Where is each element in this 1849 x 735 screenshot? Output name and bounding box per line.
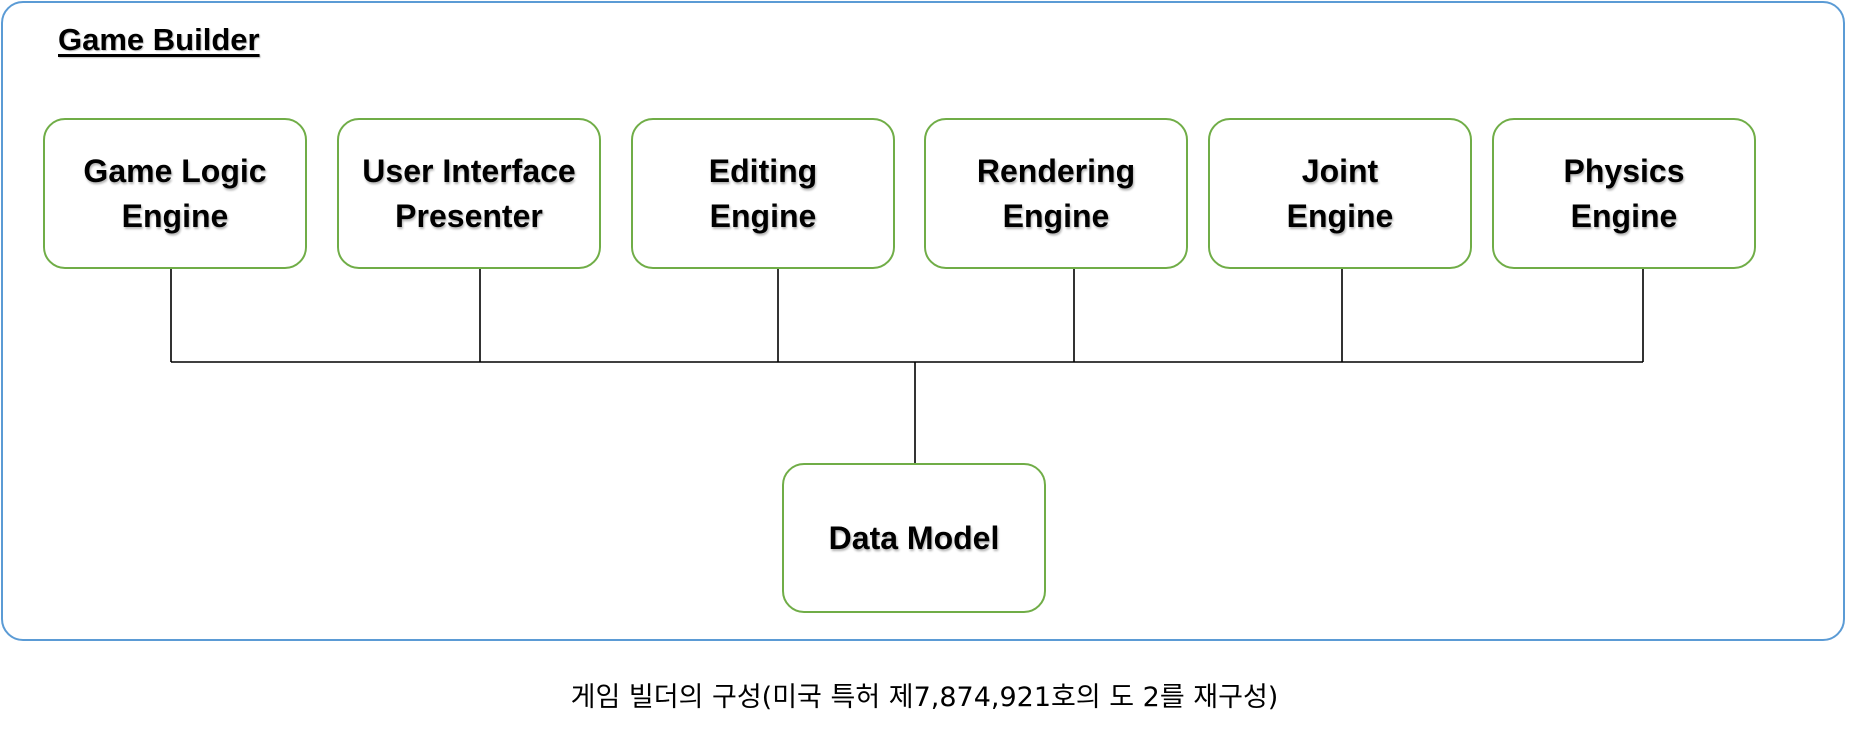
user-interface-presenter-label: User Interface Presenter [362,152,576,234]
rendering-engine-label: Rendering Engine [976,152,1136,234]
game-logic-engine-label: Game Logic Engine [83,152,267,234]
data-model-label: Data Model [828,519,1000,556]
rendering-engine-box: Rendering Engine [924,118,1188,269]
game-logic-engine-box: Game Logic Engine [43,118,307,269]
joint-engine-box: Joint Engine [1208,118,1472,269]
physics-engine-label: Physics Engine [1563,152,1685,234]
data-model-box: Data Model [782,463,1046,613]
game-builder-frame [1,1,1845,641]
figure-caption: 게임 빌더의 구성(미국 특허 제7,874,921호의 도 2를 재구성) [570,682,1279,713]
editing-engine-label: Editing Engine [708,152,818,234]
joint-engine-label: Joint Engine [1286,152,1394,234]
editing-engine-box: Editing Engine [631,118,895,269]
diagram-title: Game Builder [58,22,260,57]
physics-engine-box: Physics Engine [1492,118,1756,269]
user-interface-presenter-box: User Interface Presenter [337,118,601,269]
